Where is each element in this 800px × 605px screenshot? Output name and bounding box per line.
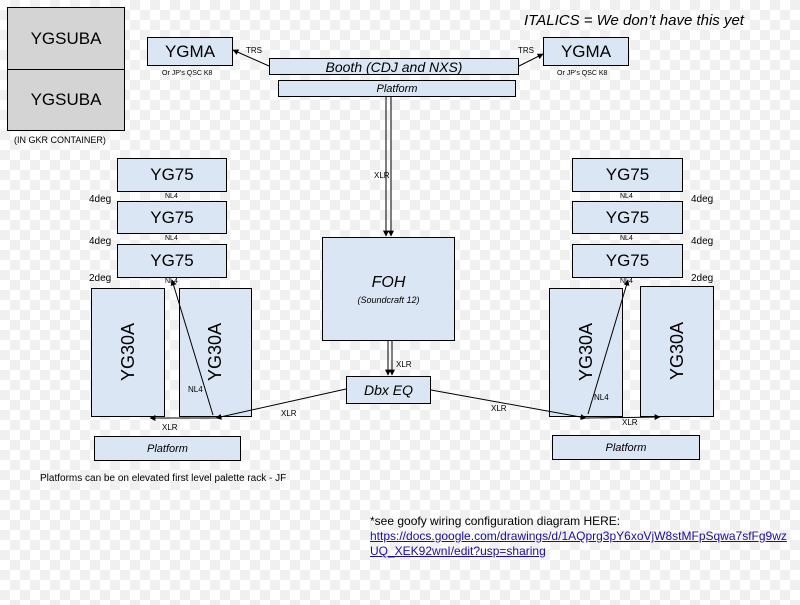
- right-yg30a-1-label: YG30A: [575, 323, 596, 382]
- right-sub-nl4: NL4: [594, 393, 609, 402]
- booth-platform-box: Platform: [278, 80, 516, 97]
- left-angle-3: 2deg: [89, 273, 112, 284]
- foh-box: FOH (Soundcraft 12): [322, 237, 455, 341]
- ygma-left-box: YGMA: [147, 37, 233, 66]
- right-platform-box: Platform: [552, 435, 700, 460]
- ygma-right-caption: Or JP’s QSC K8: [557, 70, 608, 77]
- right-angle-2: 4deg: [691, 236, 714, 247]
- left-nl4-2: NL4: [165, 235, 178, 242]
- right-yg75-1: YG75: [572, 158, 683, 192]
- foh-title: FOH: [371, 273, 406, 291]
- left-yg30a-2-label: YG30A: [205, 323, 225, 382]
- left-yg30a-2: YG30A: [179, 288, 252, 417]
- wiring-link-line-1: https://docs.google.com/drawings/d/1AQpr…: [370, 529, 787, 543]
- left-angle-1: 4deg: [89, 194, 112, 205]
- left-xlr-long: XLR: [281, 409, 297, 418]
- right-xlr-long: XLR: [491, 404, 507, 413]
- right-yg75-2: YG75: [572, 201, 683, 234]
- left-yg75-3: YG75: [117, 244, 227, 278]
- ygma-right-cable-label: TRS: [518, 46, 534, 55]
- right-nl4-3: NL4: [620, 278, 633, 285]
- foh-subtitle: (Soundcraft 12): [357, 294, 420, 305]
- ygma-right-box: YGMA: [543, 37, 629, 66]
- right-angle-3: 2deg: [691, 273, 714, 284]
- left-nl4-3: NL4: [165, 278, 178, 285]
- left-nl4-1: NL4: [165, 193, 178, 200]
- right-angle-1: 4deg: [691, 194, 714, 205]
- legend-text: ITALICS = We don’t have this yet: [524, 12, 744, 29]
- wiring-note: *see goofy wiring configuration diagram …: [370, 514, 787, 559]
- left-platform-box: Platform: [94, 436, 241, 461]
- right-nl4-1: NL4: [620, 193, 633, 200]
- right-yg30a-1: YG30A: [549, 288, 623, 417]
- wiring-link-line-2: UQ_XEK92wnI/edit?usp=sharing: [370, 544, 546, 558]
- wiring-note-intro: *see goofy wiring configuration diagram …: [370, 514, 621, 528]
- ygma-left-cable-label: TRS: [246, 46, 262, 55]
- ygma-left-caption: Or JP’s QSC K8: [162, 70, 213, 77]
- left-yg75-2: YG75: [117, 201, 227, 234]
- booth-box: Booth (CDJ and NXS): [269, 58, 519, 75]
- wiring-diagram-link[interactable]: https://docs.google.com/drawings/d/1AQpr…: [370, 529, 787, 559]
- left-angle-2: 4deg: [89, 236, 112, 247]
- ygsuba-top-box: YGSUBA: [7, 7, 125, 70]
- platform-note: Platforms can be on elevated first level…: [40, 473, 287, 484]
- right-yg30a-2-label: YG30A: [666, 322, 687, 381]
- left-yg30a-1-label: YG30A: [117, 323, 138, 382]
- right-yg75-3: YG75: [572, 244, 683, 278]
- right-xlr-short: XLR: [622, 418, 638, 427]
- ygsuba-bottom-box: YGSUBA: [7, 69, 125, 131]
- wire-booth-ygma-right: [518, 53, 544, 67]
- left-yg75-1: YG75: [117, 158, 227, 192]
- right-nl4-2: NL4: [620, 235, 633, 242]
- booth-foh-cable-label: XLR: [374, 171, 390, 180]
- foh-eq-cable-label: XLR: [396, 360, 412, 369]
- right-yg30a-2: YG30A: [640, 286, 714, 417]
- left-yg30a-1: YG30A: [91, 288, 165, 417]
- left-sub-nl4: NL4: [188, 385, 203, 394]
- left-xlr-short: XLR: [162, 423, 178, 432]
- subs-caption: (IN GKR CONTAINER): [14, 135, 106, 145]
- dbx-eq-box: Dbx EQ: [346, 376, 431, 404]
